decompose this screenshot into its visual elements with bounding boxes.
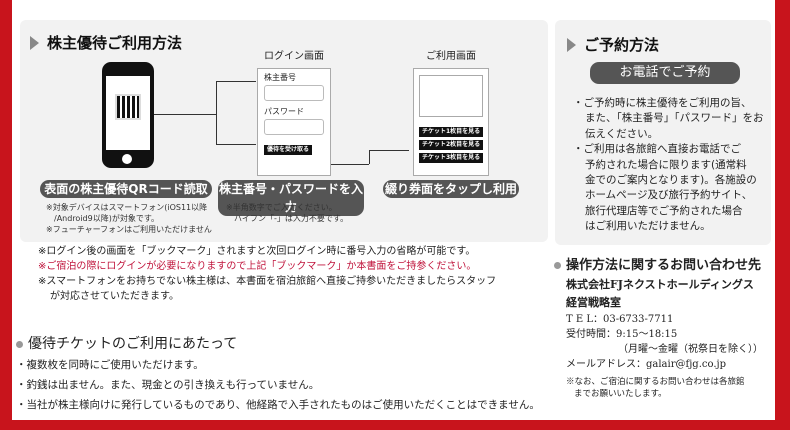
contact-heading: 操作方法に関するお問い合わせ先 <box>554 254 761 273</box>
triangle-icon <box>567 37 576 52</box>
password-label: パスワード <box>264 107 304 116</box>
use-screen-title: ご利用画面 <box>426 51 476 62</box>
ticket-2-button: チケット2枚目を見る <box>419 140 484 150</box>
step1-notes: ※対象デバイスはスマートフォン(iOS11以降 /Android9以降)が対象で… <box>46 203 212 234</box>
voucher-card: 株主優待ご利用方法 ログイン画面 株主番号 パスワード 優待を受け取る ご利用画… <box>12 0 775 420</box>
reservation-list: ・ご予約時に株主優待をご利用の旨、 また、「株主番号」「パスワード」をお 伝えく… <box>573 97 764 233</box>
ticket-usage-list: ・複数枚を同時にご使用いただけます。 ・釣銭は出ません。また、現金との引き換えも… <box>16 359 540 411</box>
step2-label: 株主番号・パスワードを入力 <box>218 180 364 216</box>
phone-icon <box>102 62 154 168</box>
step3-label: 綴り券面をタップし利用 <box>383 180 519 198</box>
bullet-icon <box>554 262 561 269</box>
ticket-3-button: チケット3枚目を見る <box>419 153 484 163</box>
phone-reservation-label: お電話でご予約 <box>590 62 740 84</box>
contact-info: 株式会社FJネクストホールディングス 経営戦略室 T E L：03-6733-7… <box>566 278 763 399</box>
reservation-heading: ご予約方法 <box>567 34 659 55</box>
bullet-icon <box>16 341 23 348</box>
usage-notes: ※ログイン後の画面を「ブックマーク」されますと次回ログイン時に番号入力の省略が可… <box>38 246 497 302</box>
shareholder-number-field <box>264 85 324 101</box>
ticket-1-button: チケット1枚目を見る <box>419 127 484 137</box>
triangle-icon <box>30 35 39 50</box>
qr-code-icon <box>115 94 141 120</box>
password-field <box>264 119 324 135</box>
login-screen-title: ログイン画面 <box>264 51 324 62</box>
usage-heading: 株主優待ご利用方法 <box>30 32 182 53</box>
step2-notes: ※半角数字でご入力ください。 ハイフン「-」は入力不要です。 <box>226 203 349 223</box>
reservation-panel <box>555 20 771 245</box>
login-screen-mock: 株主番号 パスワード 優待を受け取る <box>257 68 331 176</box>
shareholder-number-label: 株主番号 <box>264 73 296 82</box>
receive-benefit-button: 優待を受け取る <box>264 145 313 155</box>
use-screen-mock: チケット1枚目を見る チケット2枚目を見る チケット3枚目を見る <box>413 68 489 176</box>
ticket-usage-heading: 優待チケットのご利用にあたって <box>16 333 237 353</box>
step1-label: 表面の株主優待QRコード読取 <box>40 180 212 198</box>
